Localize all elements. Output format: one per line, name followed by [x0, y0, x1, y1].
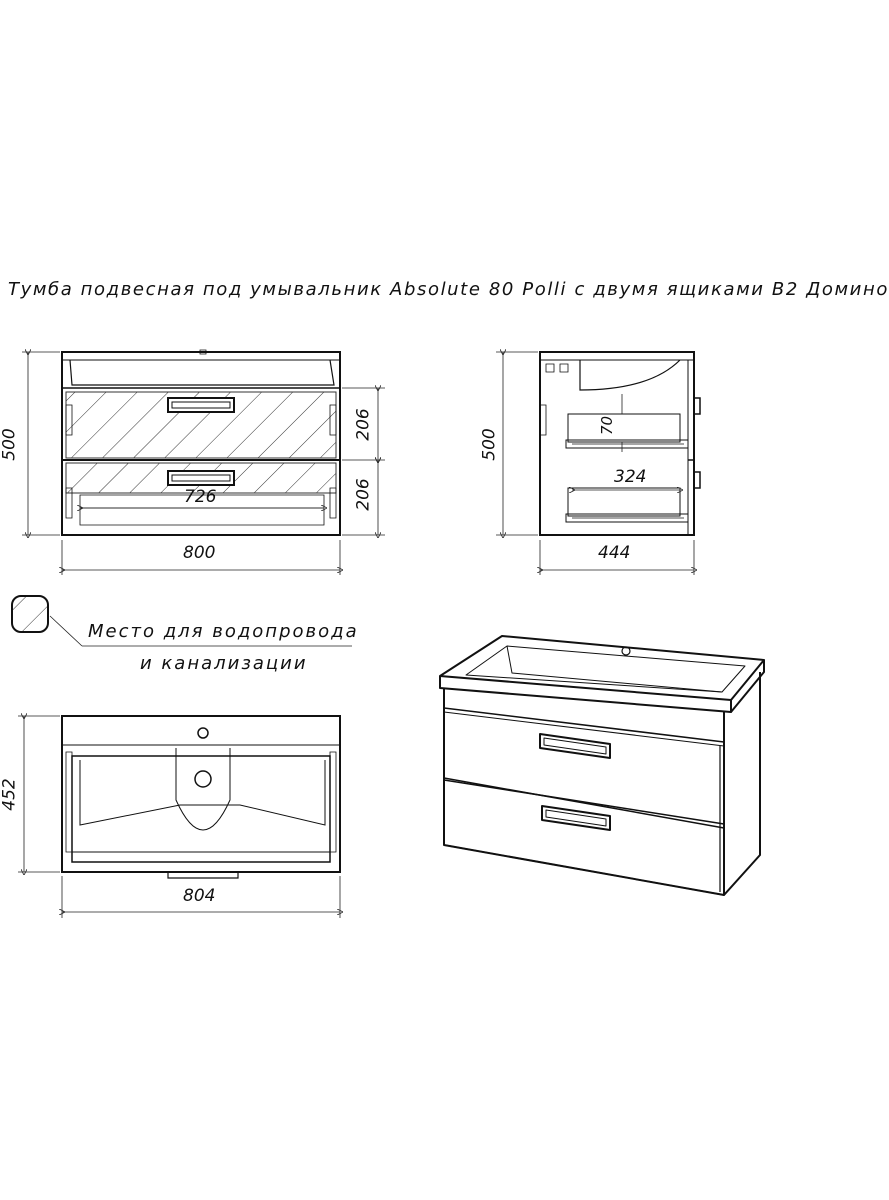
- side-drawer-height-label: 70: [598, 415, 617, 436]
- front-height-label: 500: [0, 428, 20, 461]
- top-width-label: 804: [183, 886, 216, 906]
- side-drawer-depth-label: 324: [614, 467, 647, 487]
- title: Тумба подвесная под умывальник Absolute …: [8, 279, 889, 300]
- drain-hole: [195, 771, 211, 787]
- front-inner-width-label: 726: [184, 487, 217, 507]
- legend-line-2: и канализации: [140, 653, 308, 674]
- technical-drawing: [0, 0, 849, 1200]
- front-handle-top: [168, 398, 234, 412]
- side-knob-bottom: [694, 472, 700, 488]
- iso-drawer-top: [444, 708, 724, 828]
- faucet-hole: [198, 728, 208, 738]
- isometric-view: [440, 636, 764, 895]
- iso-drawer-bottom: [444, 780, 724, 895]
- front-handle-bottom: [168, 471, 234, 485]
- side-knob-top: [694, 398, 700, 414]
- side-view: [540, 352, 700, 535]
- top-dimensions: [18, 716, 340, 918]
- side-depth-label: 444: [598, 543, 631, 563]
- front-dimensions: [22, 352, 385, 575]
- front-width-label: 800: [183, 543, 216, 563]
- side-height-label: 500: [479, 428, 500, 461]
- front-view: [62, 350, 340, 535]
- drawer-top-height-label: 206: [353, 408, 374, 441]
- top-depth-label: 452: [0, 778, 20, 811]
- side-dimensions: [496, 352, 694, 575]
- legend-line-1: Место для водопровода: [88, 621, 359, 642]
- top-view: [62, 716, 340, 878]
- legend-swatch: [12, 596, 352, 646]
- drawer-bottom-height-label: 206: [353, 478, 374, 511]
